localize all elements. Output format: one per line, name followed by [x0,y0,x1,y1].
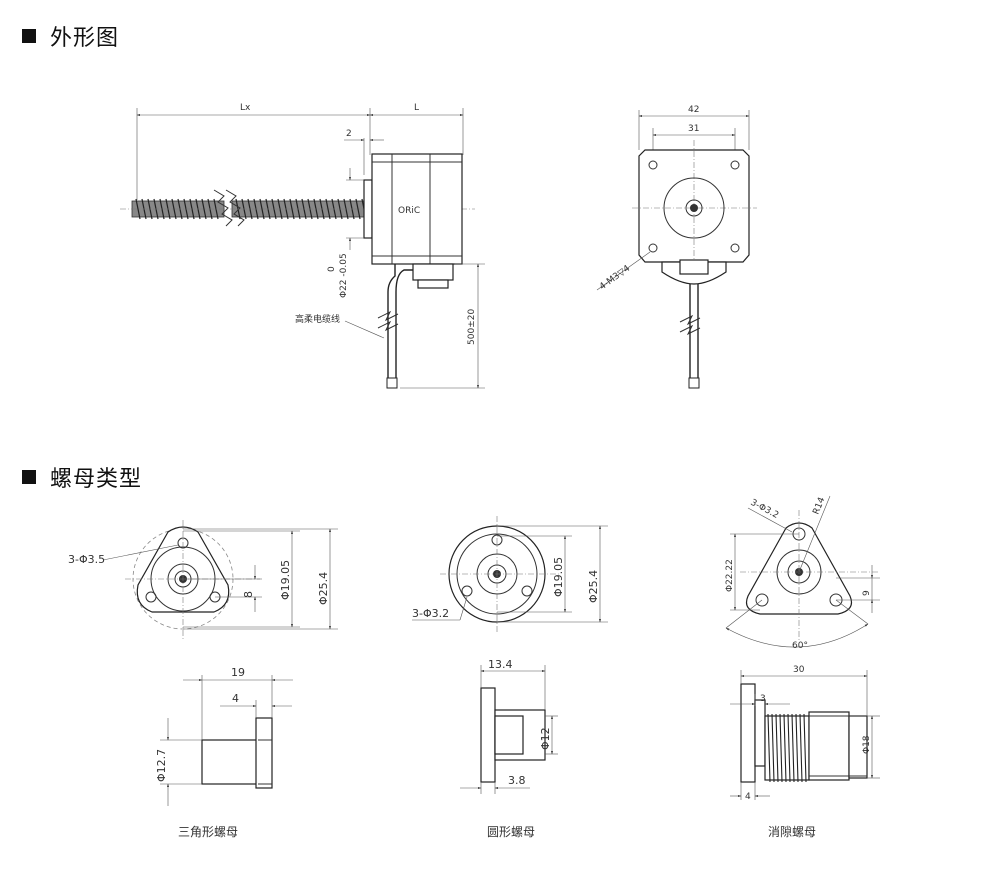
section-outline-title: 外形图 [50,26,120,51]
dim-two: 2 [346,129,352,139]
tri-flange: 4 [232,692,239,705]
ab-body: Φ18 [862,735,872,754]
motor-logo: ORiC [398,206,420,216]
dim-cable-length: 500±20 [467,309,477,345]
triangle-nut-side: 19 4 Φ12.7 [155,666,293,806]
antibacklash-nut-front: 3-Φ3.2 R14 Φ22.22 9 60° [725,496,880,651]
section-nut-header: 螺母类型 [22,461,142,493]
round-outer: Φ25.4 [587,570,600,603]
round-len: 13.4 [488,658,513,671]
ab-caption: 消隙螺母 [768,825,816,839]
tri-holes: 3-Φ3.5 [68,553,105,566]
round-nut-front: Φ19.05 Φ25.4 3-Φ3.2 [412,516,608,632]
round-flange: 3.8 [508,774,526,787]
section-nut-title: 螺母类型 [50,467,143,492]
round-nut-side: 13.4 Φ12 3.8 [460,658,558,794]
tri-pcd: Φ19.05 [279,560,292,600]
round-body: Φ12 [539,727,552,750]
ab-angle: 60° [792,641,808,651]
section-outline-header: 外形图 [22,20,119,52]
tri-h: 8 [242,591,255,598]
square-bullet-icon [22,470,36,484]
round-holes: 3-Φ3.2 [412,607,449,620]
tri-body: Φ12.7 [155,749,168,782]
ab-len: 30 [793,665,805,675]
dim-width: 42 [688,105,699,115]
ab-flange: 4 [745,792,751,802]
square-bullet-icon [22,29,36,43]
tri-len: 19 [231,666,245,679]
triangle-nut-front: 3-Φ3.5 8 Φ19.05 Φ25.4 [68,520,338,640]
round-pcd: Φ19.05 [552,557,565,597]
tri-caption: 三角形螺母 [178,825,238,839]
cable-label: 高柔电缆线 [295,313,340,325]
motor-front-view: 42 31 4-M3▽4 [596,105,757,389]
ab-holes: 3-Φ3.2 [749,498,781,521]
ab-h: 9 [862,590,872,596]
ab-radius: R14 [812,496,828,516]
dim-l: L [414,103,419,113]
dim-boss-dia: Φ22 -0.05 [339,253,349,298]
motor-side-view: Lx L 2 ORiC [120,103,485,389]
ab-pcd: Φ22.22 [725,559,735,592]
lead-screw [120,189,475,227]
dim-hole-spacing: 31 [688,124,699,134]
motor-body: ORiC [363,153,463,389]
mount-holes [648,160,740,253]
tri-outer: Φ25.4 [317,572,330,605]
round-caption: 圆形螺母 [487,825,535,839]
dim-mount-holes: 4-M3▽4 [598,264,633,293]
ab-three: 3 [760,694,766,704]
dim-lx: Lx [240,103,251,113]
antibacklash-nut-side: 30 3 Φ18 4 [730,665,880,802]
dim-boss-tol: 0 [327,266,337,272]
